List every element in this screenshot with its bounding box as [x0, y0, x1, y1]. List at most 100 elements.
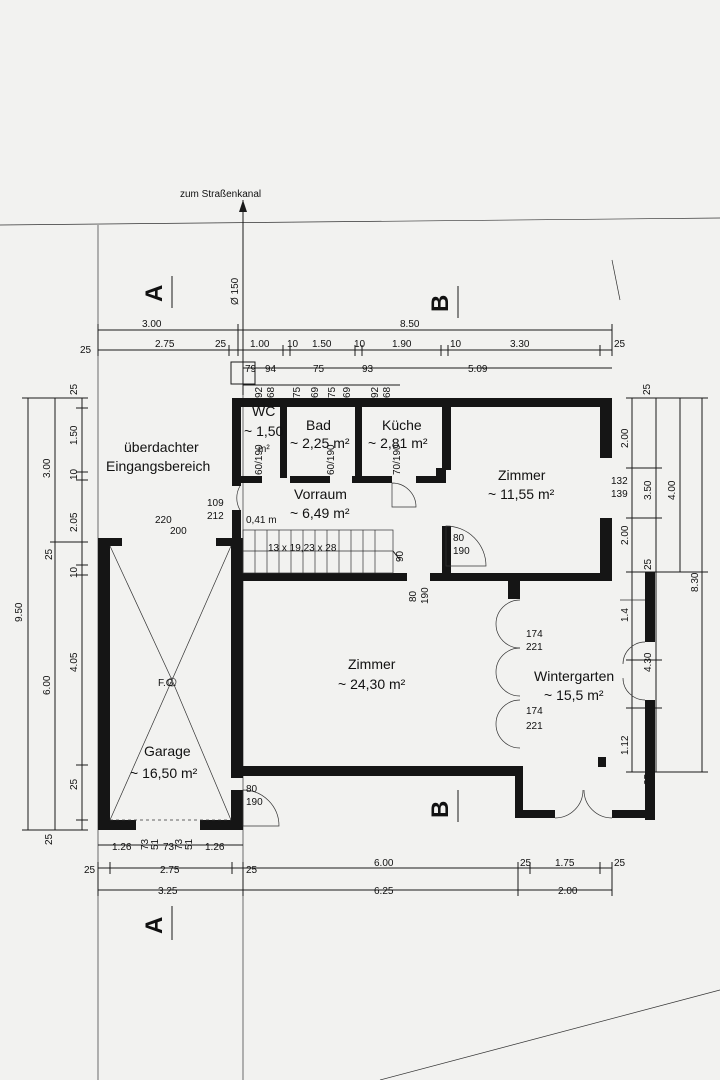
dim-left-25c: 25 [69, 778, 80, 790]
dim-left-205: 2.05 [69, 512, 80, 532]
plan-label: A [141, 285, 168, 302]
dim-top-93: 93 [362, 364, 374, 375]
dim-bot-126b: 1.26 [205, 842, 225, 853]
walls [98, 398, 655, 830]
room-zimmer-main-name: Zimmer [348, 656, 396, 672]
room-kueche-name: Küche [382, 417, 422, 433]
dim-left-10a: 10 [69, 468, 80, 480]
dim-bot-51b: 51 [184, 838, 195, 850]
door-labels: 60/190 60/190 70/190 109 212 220 200 0,4… [155, 444, 543, 808]
dim-bot-25b: 25 [246, 865, 258, 876]
room-bad-name: Bad [306, 417, 331, 433]
dim-bot-175: 1.75 [555, 858, 575, 869]
dim-top-25c: 25 [614, 339, 626, 350]
dim-bot-73c: 73 [174, 838, 185, 850]
dim-bot-325: 3.25 [158, 886, 178, 897]
stair-label: 13 x 19,23 x 28 [268, 543, 337, 554]
door-bad: 60/190 [326, 444, 337, 475]
dim-top-25a: 25 [80, 345, 92, 356]
dim-top-68b: 68 [382, 386, 393, 398]
dim-top-94: 94 [265, 364, 277, 375]
pipe-diameter-label: Ø 150 [230, 277, 241, 305]
dim-top-190: 1.90 [392, 339, 412, 350]
plan-label: A [141, 917, 168, 934]
room-zimmer-main-area: ~ 24,30 m² [338, 676, 406, 692]
dim-bot-200: 2.00 [558, 886, 578, 897]
section-a-top: A [141, 276, 173, 308]
dim-right-350: 3.50 [643, 480, 654, 500]
dim-top-275: 2.75 [155, 339, 175, 350]
dim-bot-625: 6.25 [374, 886, 394, 897]
dim-left-950: 9.50 [14, 602, 25, 622]
room-vorraum-name: Vorraum [294, 486, 347, 502]
dim-right-139: 139 [611, 489, 628, 500]
room-wintergarten-area: ~ 15,5 m² [544, 687, 604, 703]
dim-right-112: 1.12 [620, 735, 631, 755]
dim-top-10c: 10 [450, 339, 462, 350]
dim-bot-25c: 25 [520, 858, 532, 869]
room-garage-area: ~ 16,50 m² [130, 765, 198, 781]
room-wc-name: WC [252, 403, 275, 419]
room-eingang-line1: überdachter [124, 439, 199, 455]
dim-top-69b: 69 [342, 386, 353, 398]
door-garage-side-a: 80 [246, 784, 258, 795]
dim-bot-126a: 1.26 [112, 842, 132, 853]
dim-top-75c: 75 [327, 386, 338, 398]
door-garage-a: 220 [155, 515, 172, 526]
dim-top-75b: 75 [292, 386, 303, 398]
dim-right-200a: 2.00 [620, 428, 631, 448]
door-zimmer-top-a: 80 [453, 533, 465, 544]
dim-left-25a: 25 [69, 383, 80, 395]
dim-bot-73b: 73 [163, 842, 175, 853]
dim-top-92b: 92 [370, 386, 381, 398]
dim-bot-73a: 73 [140, 838, 151, 850]
room-garage-name: Garage [144, 743, 191, 759]
door-zimmer-main-a: 80 [408, 590, 419, 602]
dim-top-10a: 10 [287, 339, 299, 350]
door-wg-a1: 174 [526, 629, 543, 640]
room-kueche-area: ~ 2,81 m² [368, 435, 428, 451]
dim-right-400: 4.00 [667, 480, 678, 500]
dim-top-92a: 92 [254, 386, 265, 398]
door-eingang-a: 109 [207, 498, 224, 509]
dim-right-830: 8.30 [690, 572, 701, 592]
dim-bot-51a: 51 [150, 838, 161, 850]
section-a-bottom: A [141, 906, 173, 940]
room-garage-fg: F.G. [158, 678, 176, 689]
section-b-top: B [427, 286, 459, 318]
dim-top-300: 3.00 [142, 319, 162, 330]
door-wg-b2: 221 [526, 721, 543, 732]
dim-right-132: 132 [611, 476, 628, 487]
door-kueche: 70/190 [392, 444, 403, 475]
room-labels: WC ~ 1,50 m² Bad ~ 2,25 m² Küche ~ 2,81 … [106, 403, 614, 781]
plan-label: B [427, 295, 454, 312]
manhole-box [230, 361, 256, 385]
dim-left-25b: 25 [44, 548, 55, 560]
dim-left-300: 3.00 [42, 458, 53, 478]
bottom-dimensions: 1.26 73 51 73 73 51 1.26 25 2.75 25 6.00… [84, 838, 626, 897]
room-zimmer-top-area: ~ 11,55 m² [488, 486, 555, 502]
dim-right-14: 1.4 [620, 608, 631, 622]
dim-right-200b: 2.00 [620, 525, 631, 545]
room-wc-area: ~ 1,50 [244, 423, 284, 439]
plan-label: B [427, 801, 454, 818]
dim-bot-600: 6.00 [374, 858, 394, 869]
dim-bot-25a: 25 [84, 865, 96, 876]
dim-top-100: 1.00 [250, 339, 270, 350]
door-under-stair: 90 [395, 550, 406, 562]
dim-top-75a: 75 [313, 364, 325, 375]
dim-top-150b: 1.50 [312, 339, 332, 350]
dim-right-25a: 25 [642, 383, 653, 395]
dim-bot-25d: 25 [614, 858, 626, 869]
top-dimensions: 3.00 8.50 25 2.75 25 1.00 10 1.50 10 1.9… [80, 319, 626, 398]
room-vorraum-area: ~ 6,49 m² [290, 505, 350, 521]
door-garage-b: 200 [170, 526, 187, 537]
dim-top-79: 79 [245, 364, 257, 375]
dim-left-405: 4.05 [69, 652, 80, 672]
dim-left-150: 1.50 [69, 425, 80, 445]
dim-left-600: 6.00 [42, 675, 53, 695]
staircase [242, 529, 401, 574]
door-eingang-b: 212 [207, 511, 224, 522]
section-b-bottom: B [427, 790, 459, 822]
dim-top-69a: 69 [310, 386, 321, 398]
